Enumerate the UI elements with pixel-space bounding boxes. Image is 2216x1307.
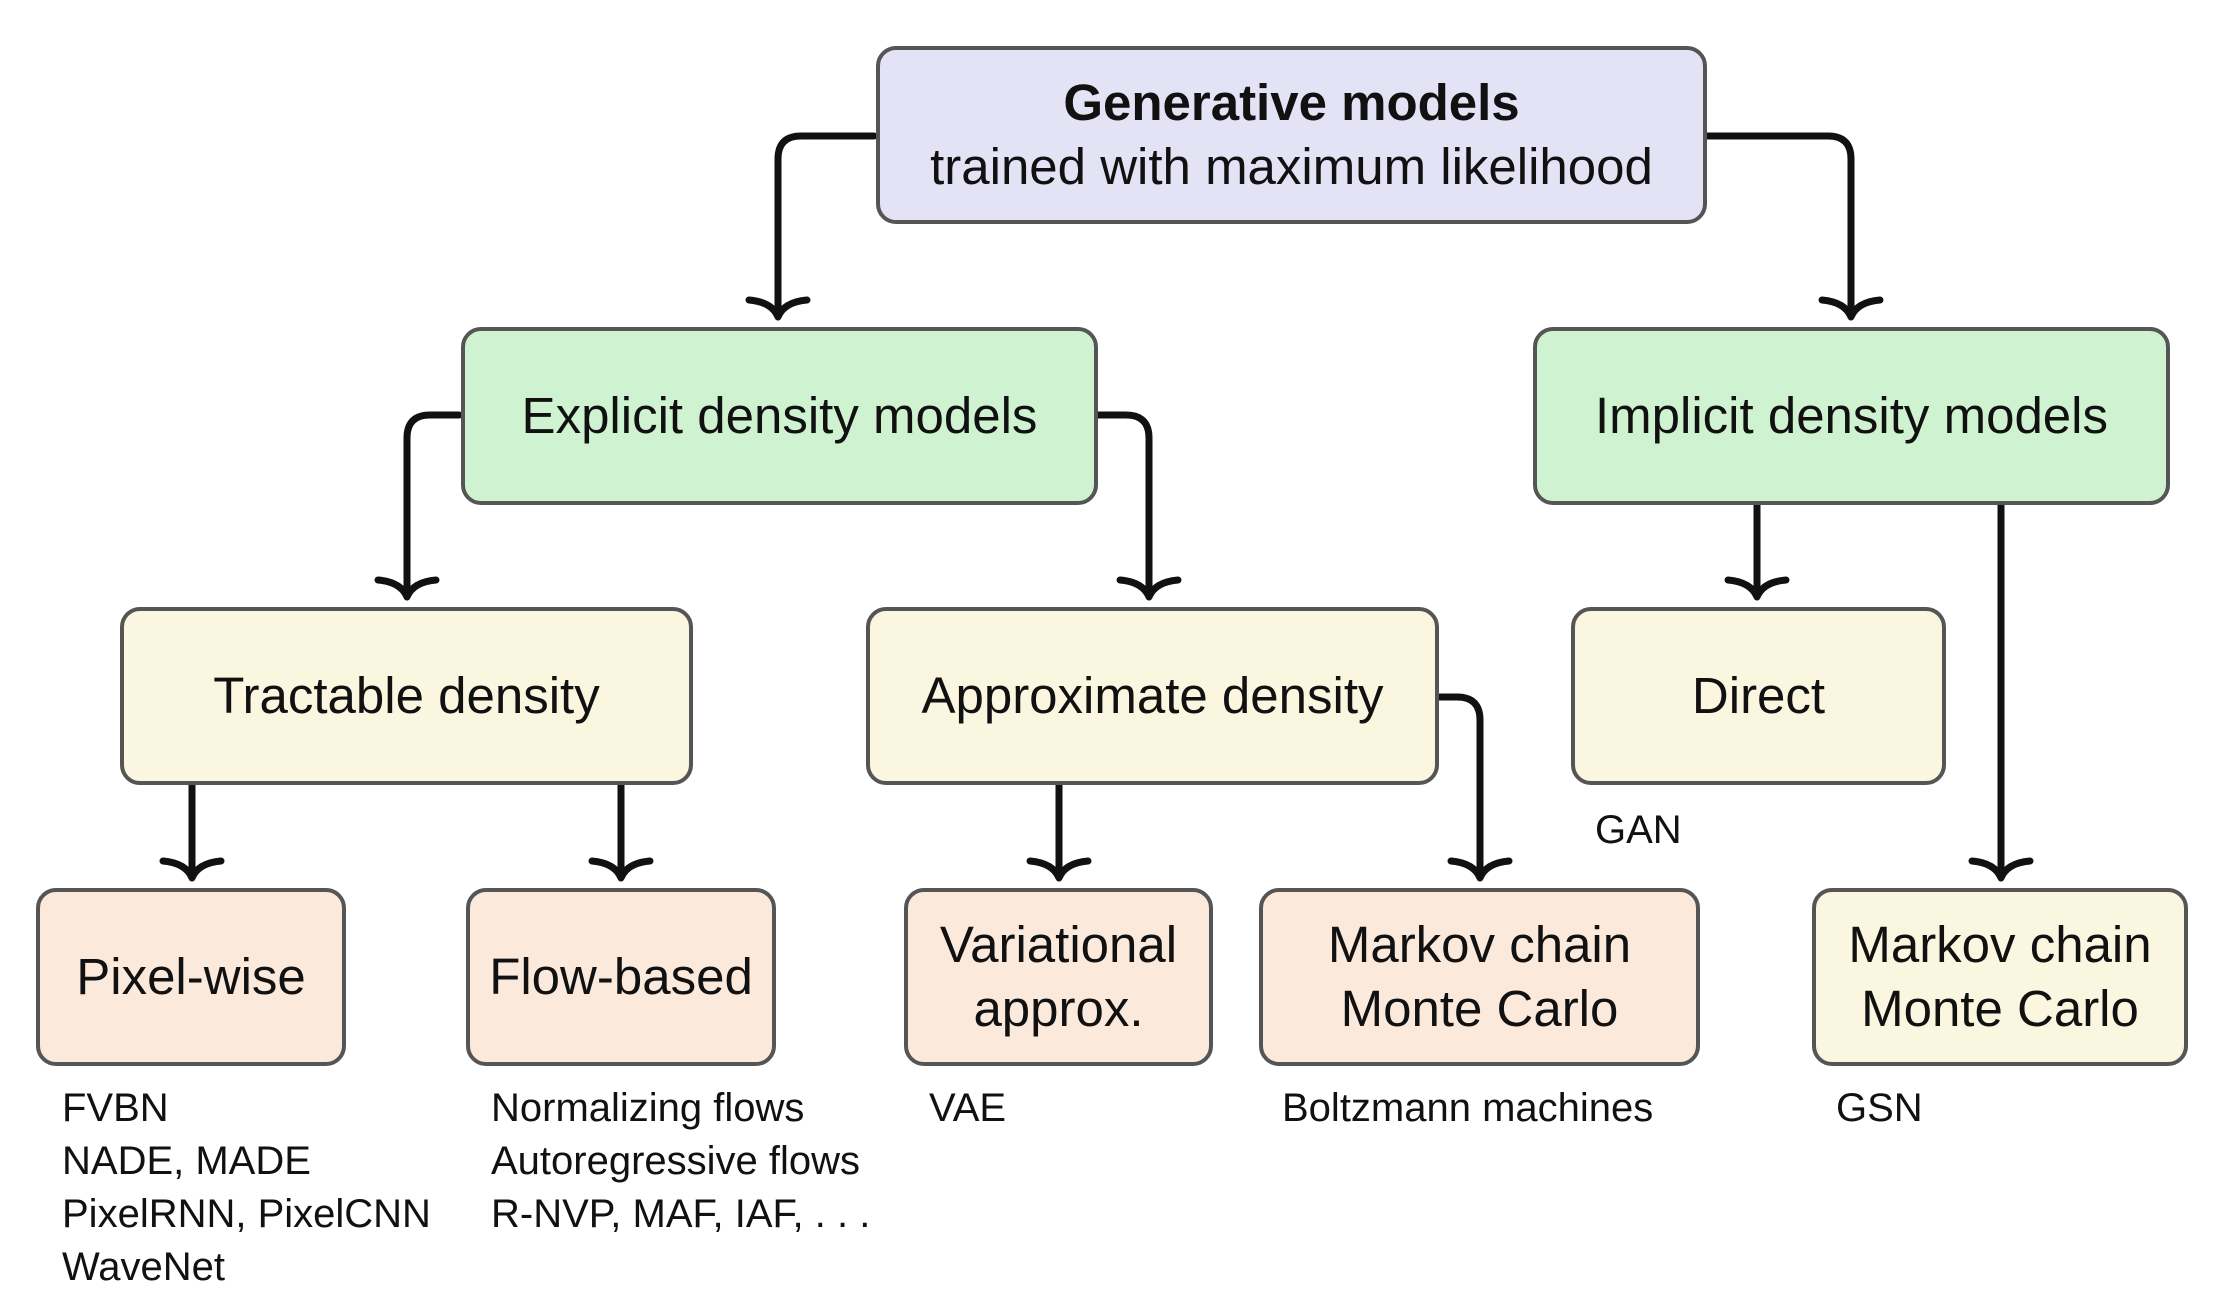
node-flow-based: Flow-based [466,888,776,1066]
examples-pixel-wise: FVBN NADE, MADE PixelRNN, PixelCNN WaveN… [62,1082,431,1294]
node-explicit-density-models: Explicit density models [461,327,1098,505]
example-item: GAN [1595,808,1682,852]
arrow-explicit-to-tractable [403,411,463,599]
arrow-approximate-to-mcmc [1432,693,1484,880]
node-mcmc-implicit-line1: Markov chain [1848,916,2152,974]
arrowhead-root-to-explicit [745,296,811,321]
examples-flow-based: Normalizing flows Autoregressive flows R… [491,1082,870,1241]
node-mcmc-explicit: Markov chain Monte Carlo [1259,888,1700,1066]
example-item: R-NVP, MAF, IAF, . . . [491,1192,871,1236]
node-tractable-density: Tractable density [120,607,693,785]
arrowhead-explicit-to-approximate [1116,576,1182,601]
example-item: GSN [1836,1086,1923,1130]
arrow-root-to-implicit [1702,132,1855,319]
arrowhead-approximate-to-mcmc [1447,857,1513,882]
examples-mcmc-explicit: Boltzmann machines [1282,1082,1653,1135]
examples-direct: GAN [1595,804,1682,857]
examples-mcmc-implicit: GSN [1836,1082,1923,1135]
node-generative-models: Generative models trained with maximum l… [876,46,1707,224]
node-mcmc-implicit-line2: Monte Carlo [1861,980,2139,1037]
example-item: WaveNet [62,1245,226,1289]
example-item: PixelRNN, PixelCNN [62,1192,431,1236]
node-flow-based-label: Flow-based [489,948,753,1006]
node-mcmc-explicit-line2: Monte Carlo [1340,980,1619,1037]
node-explicit-density-models-label: Explicit density models [521,387,1038,445]
arrowhead-implicit-to-direct [1724,576,1790,601]
arrowhead-implicit-to-mcmc [1968,857,2034,882]
arrow-root-to-explicit [774,132,878,319]
node-tractable-density-label: Tractable density [213,667,600,725]
node-pixel-wise: Pixel-wise [36,888,346,1066]
example-item: NADE, MADE [62,1139,311,1183]
node-mcmc-implicit: Markov chain Monte Carlo [1812,888,2188,1066]
node-variational-approx: Variational approx. [904,888,1213,1066]
node-pixel-wise-label: Pixel-wise [76,948,306,1006]
node-implicit-density-models-label: Implicit density models [1594,387,2108,445]
node-approximate-density: Approximate density [866,607,1439,785]
node-direct-label: Direct [1691,667,1826,725]
node-generative-models-subtitle: trained with maximum likelihood [930,138,1653,195]
node-approximate-density-label: Approximate density [921,667,1384,725]
arrowhead-tractable-to-pixelwise [159,857,225,882]
example-item: Normalizing flows [491,1086,805,1130]
arrow-explicit-to-approximate [1091,411,1153,599]
node-mcmc-explicit-line1: Markov chain [1327,916,1632,974]
examples-variational-approx: VAE [929,1082,1006,1135]
arrowhead-explicit-to-tractable [374,576,440,601]
example-item: VAE [929,1086,1007,1130]
node-implicit-density-models: Implicit density models [1533,327,2170,505]
arrowhead-approximate-to-variational [1026,857,1092,882]
node-generative-models-title: Generative models [1063,74,1520,132]
example-item: Autoregressive flows [491,1139,861,1183]
node-variational-approx-line2: approx. [973,980,1144,1037]
arrowhead-root-to-implicit [1818,296,1884,321]
example-item: Boltzmann machines [1282,1086,1654,1130]
example-item: FVBN [62,1086,169,1130]
node-variational-approx-line1: Variational [939,916,1178,974]
arrowhead-tractable-to-flowbased [588,857,654,882]
node-direct: Direct [1571,607,1946,785]
